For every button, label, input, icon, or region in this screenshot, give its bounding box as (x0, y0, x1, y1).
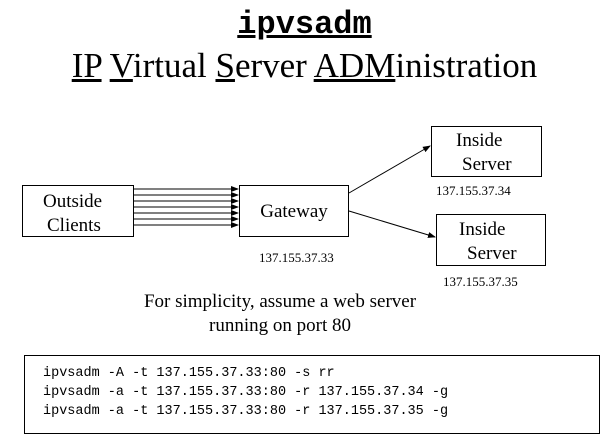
simplicity-note: For simplicity, assume a web server runn… (0, 290, 560, 338)
title-acronym-letters: V (109, 46, 133, 85)
title-acronym-letters: IP (71, 46, 102, 85)
outside-clients-box: Outside Clients (22, 185, 134, 237)
note-line1: For simplicity, assume a web server (143, 291, 417, 312)
title-expansion: IP Virtual Server ADMinistration (0, 46, 609, 86)
server2-label-line2: Server (467, 243, 517, 264)
title-command: ipvsadm (237, 6, 372, 43)
clients-label-line2: Clients (47, 215, 101, 236)
server2-label-line1: Inside (459, 219, 506, 240)
inside-server-2-box: Inside Server (436, 214, 546, 266)
server1-ip: 137.155.37.34 (436, 183, 511, 198)
server1-label-line2: Server (462, 154, 512, 175)
title-acronym-letters: S (215, 46, 235, 85)
server2-ip: 137.155.37.35 (443, 274, 518, 289)
title-text: inistration (395, 46, 538, 85)
server1-label-line1: Inside (456, 130, 503, 151)
code-line-2: ipvsadm -a -t 137.155.37.33:80 -r 137.15… (43, 385, 449, 400)
title-acronym-letters: ADM (313, 46, 396, 85)
code-line-1: ipvsadm -A -t 137.155.37.33:80 -s rr (43, 366, 335, 381)
clients-label-line1: Outside (43, 191, 103, 212)
title-text: irtual (132, 46, 216, 85)
code-line-3: ipvsadm -a -t 137.155.37.33:80 -r 137.15… (43, 404, 449, 419)
client-to-gateway-arrows (134, 186, 239, 228)
gateway-to-server2-arrow (348, 210, 436, 238)
gateway-label: Gateway (260, 201, 328, 222)
title-text: erver (234, 46, 314, 85)
inside-server-1-box: Inside Server (431, 126, 542, 177)
gateway-to-server1-arrow (348, 145, 431, 194)
gateway-ip: 137.155.37.33 (259, 250, 334, 265)
gateway-box: Gateway (239, 185, 349, 237)
note-line2: running on port 80 (209, 315, 351, 336)
command-code-block: ipvsadm -A -t 137.155.37.33:80 -s rr ipv… (24, 355, 600, 434)
